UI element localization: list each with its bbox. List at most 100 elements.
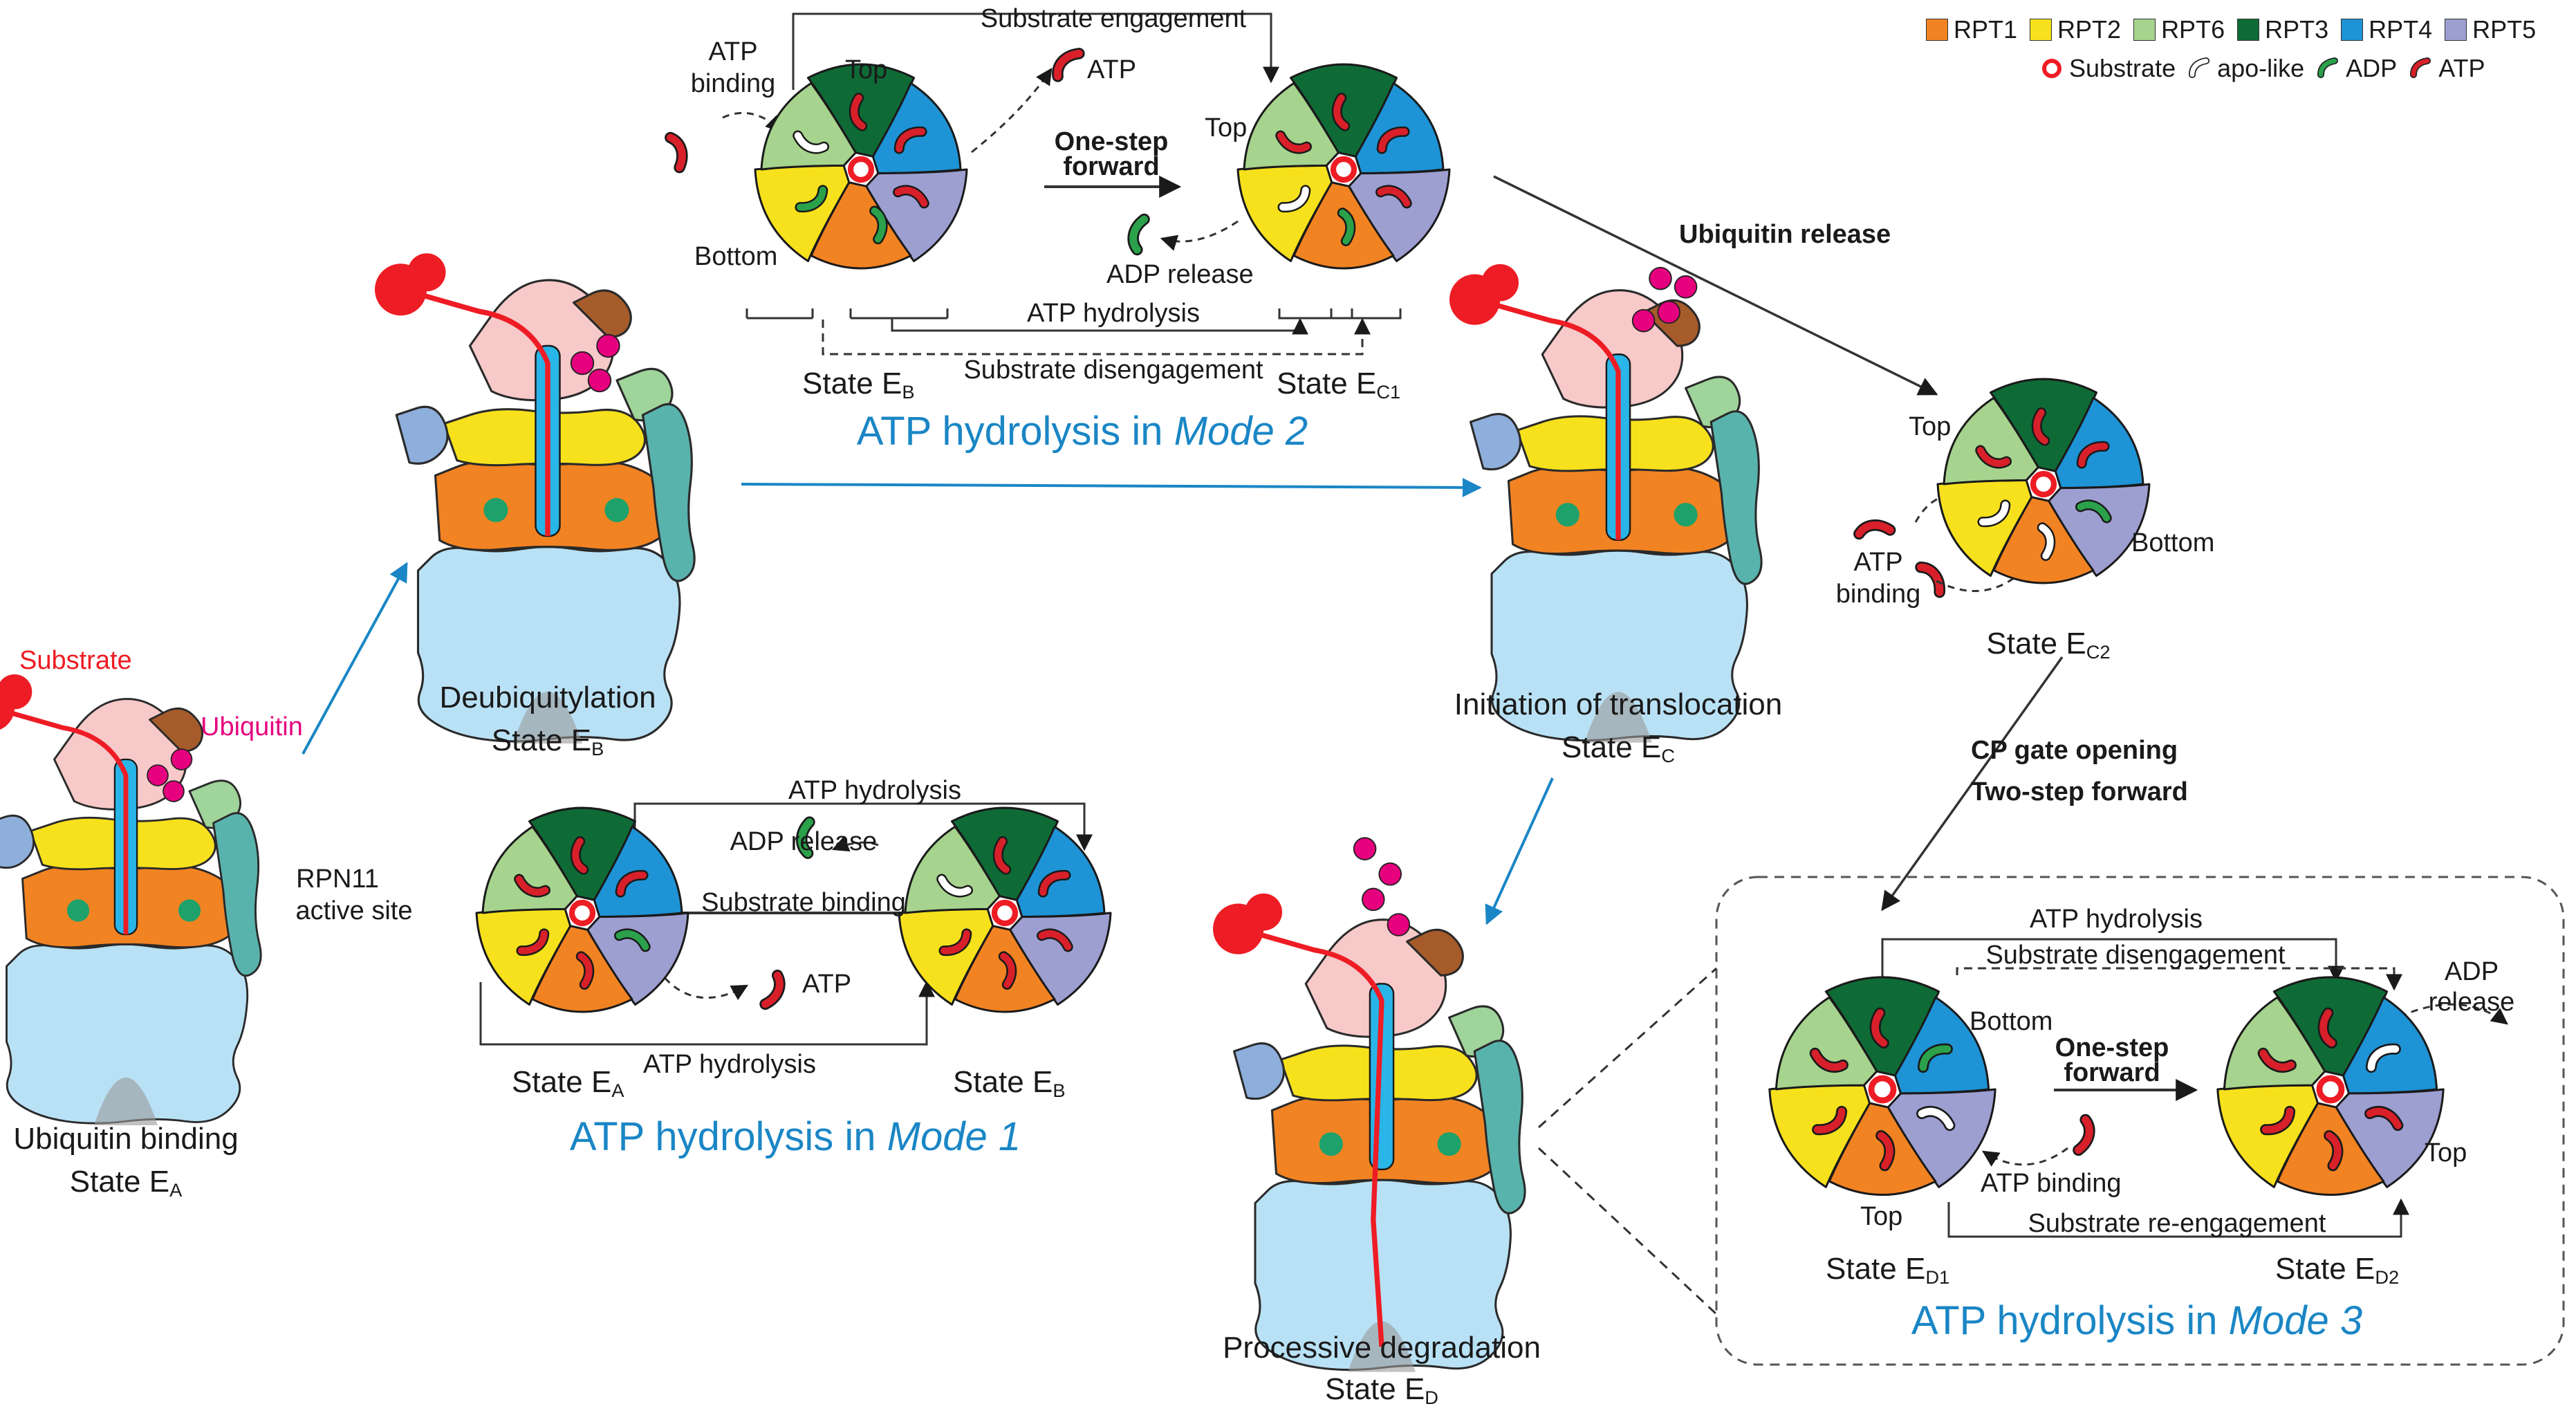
cp-gate-opening-arrow <box>1881 656 2064 912</box>
nucleotide-apo-icon <box>2365 1043 2401 1073</box>
ec2-atp-binding-label-1: ATP <box>1853 548 1903 577</box>
ec2-bottom-label: Bottom <box>2131 528 2215 557</box>
legend-label-adp: ADP <box>2346 54 2398 82</box>
mode3-reengagement-bracket <box>1947 1198 2409 1238</box>
mode1-top-bracket-label: ATP hydrolysis <box>788 776 961 805</box>
nucleotide-atp-icon <box>2076 441 2110 469</box>
ubiquitin-bead <box>1378 862 1402 886</box>
nucleotide-atp-icon <box>893 126 927 154</box>
nucleotide-atp-icon <box>1869 1007 1889 1049</box>
two-step-forward-label: Two-step forward <box>1971 777 2188 806</box>
ring-mode1-ea <box>475 806 689 1013</box>
proteasome-state-ea <box>0 674 262 1125</box>
legend-swatch-rpt1 <box>1926 19 1948 41</box>
nucleotide-atp-icon <box>1375 185 1412 209</box>
legend-label-rpt4: RPT4 <box>2369 15 2433 44</box>
nucleotide-atp-icon <box>575 951 595 990</box>
mode1-title: ATP hydrolysis in Mode 1 <box>569 1114 1021 1159</box>
mode1-bottom-bracket-label: ATP hydrolysis <box>643 1050 816 1079</box>
mode2-adp-release-label: ADP release <box>1106 260 1254 289</box>
rpn1-teal-arm <box>212 812 262 977</box>
rpn1-teal-arm <box>1473 1040 1526 1215</box>
nucleotide-atp-icon <box>1037 869 1071 898</box>
ubiquitin-bead <box>1657 300 1680 324</box>
ubiquitin-release-label: Ubiquitin release <box>1679 220 1891 249</box>
nucleotide-atp-icon <box>849 92 868 131</box>
substrate-folded-domain <box>0 674 33 710</box>
eb-state: State EB <box>491 723 604 759</box>
cp-gate-opening-label: CP gate opening <box>1971 736 2178 765</box>
connector-lines <box>302 12 2565 1366</box>
substrate-ring-icon <box>1330 156 1358 183</box>
ec2-atp-binding-label-2: binding <box>1835 580 1921 609</box>
substrate-chain <box>6 709 129 934</box>
ubiquitin-bead <box>1353 837 1377 860</box>
ubiquitin-release-arrow <box>1493 175 1938 396</box>
ring-segment-rpt6 <box>1943 396 2039 486</box>
substrate-label: Substrate <box>19 646 132 675</box>
nucleotide-atp-icon <box>1875 1129 1896 1172</box>
ubiquitin-bead <box>1387 913 1411 936</box>
nucleotide-atp-icon <box>2324 1129 2344 1172</box>
nucleotide-adp-icon <box>869 205 888 245</box>
nucleotide-apo-icon <box>1916 1106 1956 1132</box>
mode2-adp-release-arrow <box>1160 220 1239 251</box>
ec2-state-label: State EC2 <box>1986 627 2111 663</box>
nucleotide-apo-icon <box>793 130 829 154</box>
proteasome-state-ec <box>1449 264 1763 743</box>
substrate-ring-icon <box>2030 470 2057 498</box>
core-particle <box>1254 1179 1512 1372</box>
mode2-one-step-label-2: forward <box>1063 152 1160 181</box>
blue-arrow-ea-eb <box>302 562 408 755</box>
ubiquitin-bead <box>1631 308 1656 333</box>
mode3-atp-hydrolysis-label: ATP hydrolysis <box>2030 905 2203 934</box>
eb-caption: Deubiquitylation <box>439 681 656 714</box>
mode1-state-ea: State EA <box>512 1065 624 1101</box>
mode3-disengagement-bracket <box>1956 967 2402 991</box>
substrate-ring-icon <box>847 156 875 183</box>
mode2-atp-hydrolysis-label: ATP hydrolysis <box>1027 299 1200 328</box>
nucleotide-atp-icon <box>998 951 1017 990</box>
ed-caption: Processive degradation <box>1223 1331 1541 1365</box>
substrate-chain <box>1490 301 1621 540</box>
free-adp-icon <box>1127 213 1150 256</box>
rpn1-teal-arm <box>641 403 696 582</box>
ring-mode2-eb <box>754 63 968 270</box>
atpase-rings <box>475 63 2445 1196</box>
mode3-atp-binding-label: ATP binding <box>1981 1169 2122 1198</box>
proteasome-state-eb <box>375 253 696 744</box>
legend-label-atp: ATP <box>2438 54 2485 82</box>
mode2-ec1-ticks <box>1278 308 1402 320</box>
mode2-atp-binding-label-1: ATP <box>708 37 758 66</box>
ubiquitin-bead <box>170 748 193 770</box>
mode2-disengagement-bracket <box>822 317 1371 355</box>
nucleotide-adp-icon <box>614 928 651 952</box>
base-rpn-blue <box>1469 413 1521 471</box>
apo-like-icon <box>2189 57 2210 78</box>
base-rpn-blue <box>395 405 449 465</box>
legend-label-rpt6: RPT6 <box>2161 15 2225 44</box>
blue-arrow-eb-ec <box>741 477 1482 497</box>
mode3-dashed-box <box>1715 876 2565 1366</box>
free-atp-icon <box>2073 1114 2095 1156</box>
mode1-atp-label: ATP <box>802 970 852 999</box>
mode3-hydrolysis-bracket <box>1881 938 2344 983</box>
free-atp-icon <box>759 970 786 1010</box>
rpn1-teal-arm <box>1709 410 1763 585</box>
mode2-title: ATP hydrolysis in Mode 2 <box>856 409 1308 454</box>
ubiquitin-bead <box>1649 266 1672 290</box>
mode3-substrate-disengagement-label: Substrate disengagement <box>1985 941 2286 970</box>
core-particle <box>416 546 681 743</box>
green-dot <box>1555 503 1579 527</box>
green-dot <box>604 498 629 522</box>
ring-segment-rpt6 <box>904 825 1001 914</box>
mode2-top-label-eb: Top <box>845 55 888 84</box>
ring-segment-rpt6 <box>760 82 857 171</box>
ea-caption: Ubiquitin binding <box>13 1122 239 1156</box>
proteasome-structures <box>0 253 1763 1372</box>
mode3-title: ATP hydrolysis in Mode 3 <box>1911 1298 2363 1343</box>
mode2-substrate-disengagement-label: Substrate disengagement <box>963 355 1263 385</box>
